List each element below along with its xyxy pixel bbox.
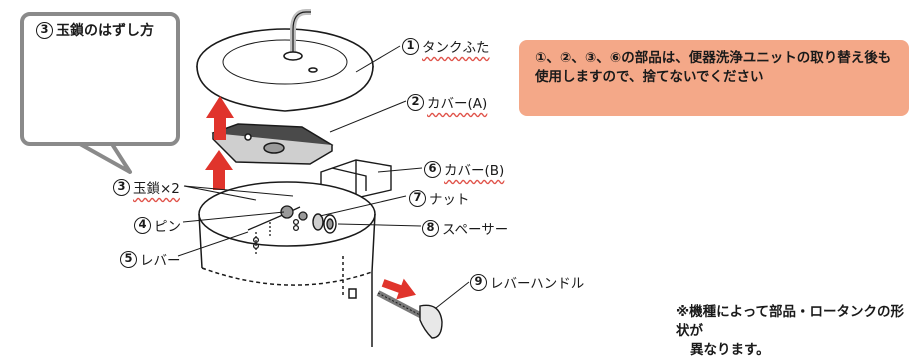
part-name: レバーハンドル xyxy=(490,276,585,292)
arrow-up-icon xyxy=(206,96,234,140)
callout-title-text: 玉鎖のはずし方 xyxy=(56,23,154,39)
model-variation-footnote: ※機種によって部品・ロータンクの形状が 異なります。 xyxy=(676,303,914,360)
label-lever: 5 レバー xyxy=(120,249,181,269)
label-lever-handle: 9 レバーハンドル xyxy=(470,272,584,292)
part-number-badge: 2 xyxy=(407,93,424,111)
part-number-badge: 5 xyxy=(120,250,137,268)
label-cover-a: 2 カバー(A) xyxy=(407,92,487,112)
arrow-up-icon xyxy=(205,150,233,190)
callout-number-badge: 3 xyxy=(36,21,53,39)
part-name: カバー(A) xyxy=(427,96,488,112)
arrow-right-icon xyxy=(381,278,416,300)
callout-pointer xyxy=(78,142,132,174)
part-number-badge: 7 xyxy=(409,189,426,207)
part-name: カバー(B) xyxy=(444,163,505,179)
part-number-badge: 1 xyxy=(402,37,419,55)
part-name: スペーサー xyxy=(442,222,509,238)
reuse-parts-note: ①、②、③、⑥の部品は、便器洗浄ユニットの取り替え後も使用しますので、捨てないで… xyxy=(519,40,909,116)
label-spacer: 8 スペーサー xyxy=(422,218,508,238)
part-name: タンクふた xyxy=(422,40,490,56)
label-chains: 3 玉鎖×2 xyxy=(113,177,180,197)
lever-handle-illustration xyxy=(376,290,443,339)
nut-spacer-illustration xyxy=(312,213,337,234)
part-number-badge: 4 xyxy=(134,216,151,234)
part-number-badge: 9 xyxy=(470,273,487,291)
part-name: ナット xyxy=(429,192,470,208)
label-pin: 4 ピン xyxy=(134,215,181,235)
label-tank-lid: 1 タンクふた xyxy=(402,36,490,56)
part-number-badge: 8 xyxy=(422,219,439,237)
removal-arrows xyxy=(205,96,416,300)
chain-removal-callout: 3 玉鎖のはずし方 xyxy=(20,12,180,146)
footnote-line-1: ※機種によって部品・ロータンクの形状が xyxy=(676,304,905,339)
part-number-badge: 6 xyxy=(424,160,441,178)
part-name: 玉鎖×2 xyxy=(133,181,180,197)
callout-title: 3 玉鎖のはずし方 xyxy=(36,20,154,40)
tank-lid-illustration xyxy=(196,9,374,112)
leader-lines xyxy=(177,45,470,309)
part-name: ピン xyxy=(154,219,181,235)
part-name: レバー xyxy=(140,253,181,269)
footnote-line-2: 異なります。 xyxy=(690,342,770,358)
cover-a-illustration xyxy=(211,123,334,165)
label-cover-b: 6 カバー(B) xyxy=(424,159,504,179)
part-number-badge: 3 xyxy=(113,178,130,196)
lever-and-chain-illustration xyxy=(247,205,308,256)
note-text: ①、②、③、⑥の部品は、便器洗浄ユニットの取り替え後も使用しますので、捨てないで… xyxy=(535,50,892,85)
label-nut: 7 ナット xyxy=(409,188,470,208)
